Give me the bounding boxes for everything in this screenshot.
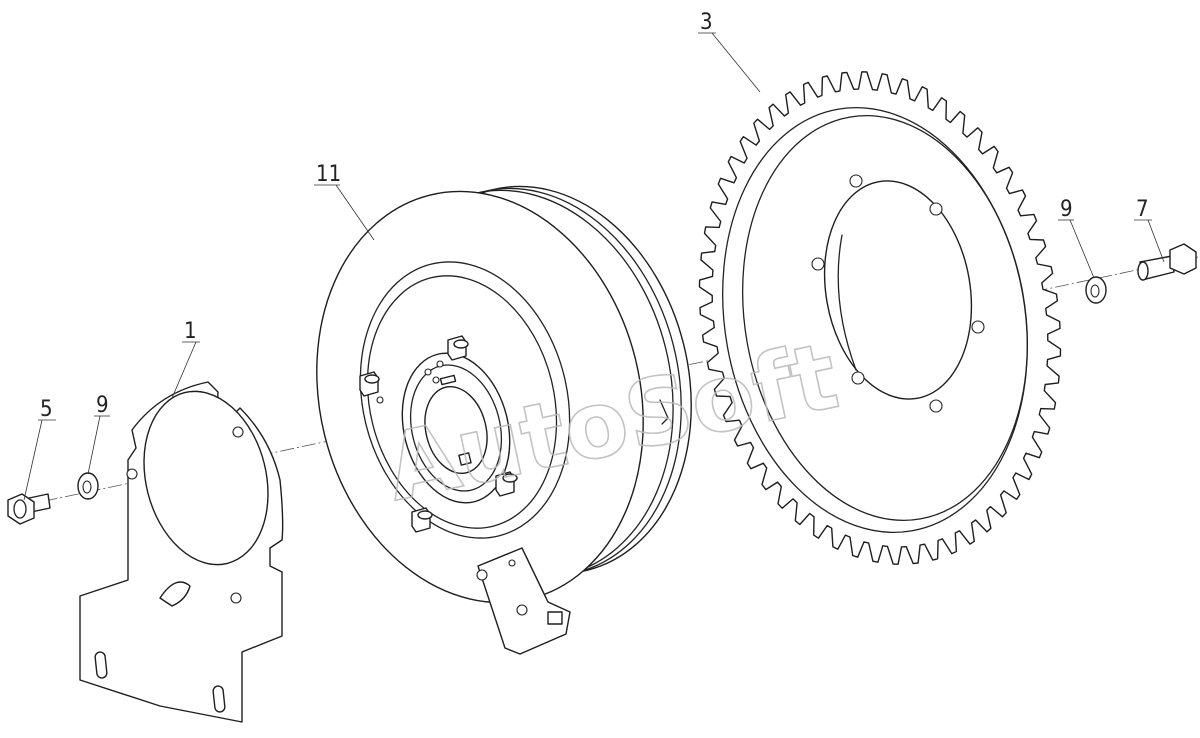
callout-9-right: 9: [1058, 197, 1095, 279]
callout-label: 3: [700, 10, 713, 35]
callout-5: 5: [23, 397, 56, 501]
callout-9-left: 9: [87, 393, 110, 475]
callout-1: 1: [171, 319, 200, 399]
sprocket-center-bore: [823, 180, 973, 400]
washer-left: [77, 472, 99, 500]
callout-label: 11: [316, 162, 341, 187]
callout-11: 11: [314, 162, 375, 241]
sprocket: [698, 71, 1062, 565]
callout-label: 9: [96, 393, 109, 418]
callout-label: 7: [1136, 197, 1149, 222]
callout-7: 7: [1134, 197, 1165, 263]
electromagnetic-clutch: [316, 185, 692, 655]
callout-3: 3: [698, 10, 761, 93]
clutch-hub-bore: [424, 385, 488, 475]
callout-label: 9: [1060, 197, 1073, 222]
clutch-studs: [359, 335, 518, 533]
washer-right: [1085, 276, 1107, 304]
callout-label: 1: [184, 319, 197, 344]
callout-label: 5: [40, 397, 53, 422]
bolt-left: [7, 493, 51, 525]
bolt-right: [1137, 243, 1197, 281]
mounting-bracket-plate: [79, 381, 284, 723]
